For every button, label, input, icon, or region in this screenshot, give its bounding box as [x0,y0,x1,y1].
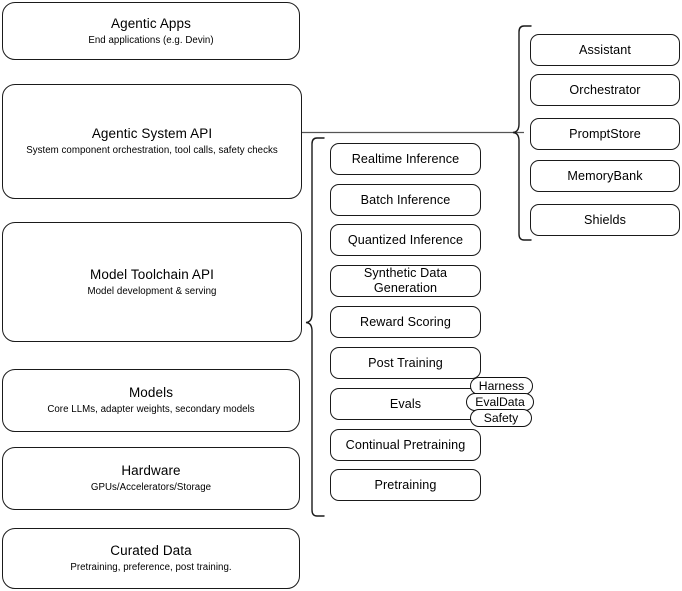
component-label: Reward Scoring [360,314,451,329]
component-box-realtime-inference[interactable]: Realtime Inference [330,143,481,175]
component-label: Synthetic Data Generation [363,266,448,295]
component-box-orchestrator[interactable]: Orchestrator [530,74,680,106]
component-box-batch-inference[interactable]: Batch Inference [330,184,481,216]
component-label: MemoryBank [567,168,643,183]
layer-subtitle: GPUs/Accelerators/Storage [90,482,212,493]
component-box-pretraining[interactable]: Pretraining [330,469,481,501]
component-label: Quantized Inference [347,232,464,247]
layer-subtitle: End applications (e.g. Devin) [88,34,214,46]
layer-box-model-toolchain-api[interactable]: Model Toolchain API Model development & … [2,222,302,342]
agentic-system-bracket [512,24,534,244]
component-box-continual-pretraining[interactable]: Continual Pretraining [330,429,481,461]
badge-safety[interactable]: Safety [470,409,532,427]
component-label: Orchestrator [569,82,641,97]
component-label: Assistant [579,42,631,57]
connector-agentic-system-api-to-components [300,124,528,142]
layer-subtitle: Pretraining, preference, post training. [70,562,232,573]
model-toolchain-bracket [304,136,326,520]
component-box-synthetic-data-generation[interactable]: Synthetic Data Generation [330,265,481,297]
component-label: Continual Pretraining [345,437,466,452]
component-box-promptstore[interactable]: PromptStore [530,118,680,150]
layer-title: Hardware [121,463,181,478]
layer-subtitle: Model development & serving [87,285,217,297]
layer-title: Models [128,385,174,400]
component-box-assistant[interactable]: Assistant [530,34,680,66]
component-label: Post Training [368,355,443,370]
badge-label: Safety [483,410,519,425]
layer-subtitle: System component orchestration, tool cal… [26,145,278,156]
layer-box-agentic-system-api[interactable]: Agentic System API System component orch… [2,84,302,199]
component-box-quantized-inference[interactable]: Quantized Inference [330,224,481,256]
component-box-reward-scoring[interactable]: Reward Scoring [330,306,481,338]
component-label: Evals [389,396,422,411]
badge-label: EvalData [475,394,525,409]
component-box-evals[interactable]: Evals [330,388,481,420]
badge-label: Harness [478,378,525,393]
component-box-shields[interactable]: Shields [530,204,680,236]
component-label: Shields [583,212,626,227]
layer-box-hardware[interactable]: Hardware GPUs/Accelerators/Storage [2,447,300,510]
component-label: Batch Inference [360,192,451,207]
layer-title: Model Toolchain API [90,266,214,282]
layer-box-curated-data[interactable]: Curated Data Pretraining, preference, po… [2,528,300,589]
layer-title: Agentic System API [91,126,213,141]
layer-title: Agentic Apps [110,15,191,31]
layer-box-models[interactable]: Models Core LLMs, adapter weights, secon… [2,369,300,432]
component-label: Pretraining [374,477,437,492]
component-label: Realtime Inference [351,151,460,166]
component-label: PromptStore [569,126,641,141]
component-box-post-training[interactable]: Post Training [330,347,481,379]
layer-box-agentic-apps[interactable]: Agentic Apps End applications (e.g. Devi… [2,2,300,60]
component-box-memorybank[interactable]: MemoryBank [530,160,680,192]
badge-evaldata[interactable]: EvalData [466,393,534,411]
layer-title: Curated Data [110,543,192,558]
layer-subtitle: Core LLMs, adapter weights, secondary mo… [47,404,255,415]
